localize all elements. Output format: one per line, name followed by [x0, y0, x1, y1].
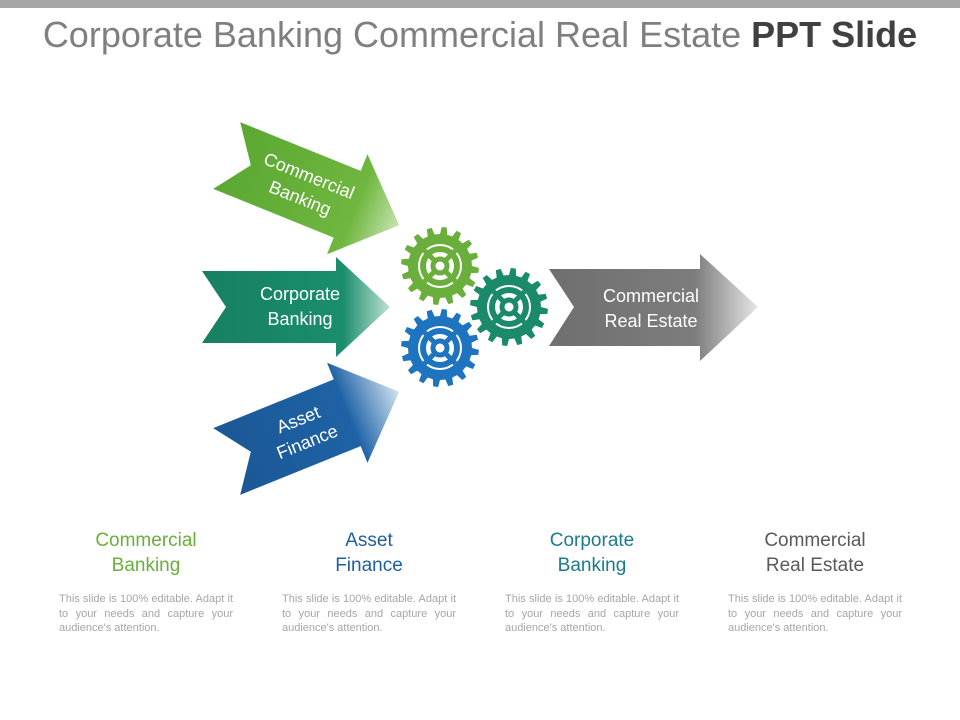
title-light: Corporate Banking Commercial Real Estate [42, 14, 752, 55]
column-title-line1: Asset [345, 530, 393, 551]
column-title: Corporate Banking [505, 528, 679, 580]
arrow-corporate-banking-line1: Corporate [260, 284, 340, 304]
column-corporate-banking: Corporate Banking This slide is 100% edi… [505, 528, 679, 636]
arrow-real-estate-line2: Real Estate [604, 311, 697, 331]
column-title: Commercial Banking [59, 528, 233, 580]
arrow-real-estate-line1: Commercial [603, 286, 699, 306]
column-title-line2: Banking [557, 555, 627, 576]
column-commercial-real-estate: Commercial Real Estate This slide is 100… [728, 528, 902, 636]
gear-teal-icon [470, 268, 548, 346]
page-title: Corporate Banking Commercial Real Estate… [0, 14, 960, 56]
gear-blue-icon [401, 309, 479, 387]
column-title-line2: Real Estate [765, 555, 865, 576]
arrow-corporate-banking-line2: Banking [267, 309, 332, 329]
column-description: This slide is 100% editable. Adapt it to… [282, 593, 456, 634]
column-title: Asset Finance [282, 528, 456, 580]
arrow-corporate-banking: Corporate Banking [202, 257, 390, 357]
column-title: Commercial Real Estate [728, 528, 902, 580]
column-description: This slide is 100% editable. Adapt it to… [728, 593, 902, 634]
column-title-line1: Corporate [549, 530, 635, 551]
column-title-line2: Finance [335, 555, 403, 576]
title-bold: PPT Slide [751, 14, 918, 55]
column-title-line2: Banking [111, 555, 181, 576]
column-description: This slide is 100% editable. Adapt it to… [505, 593, 679, 634]
column-title-line1: Commercial [95, 530, 197, 551]
column-title-line1: Commercial [764, 530, 866, 551]
arrow-commercial-banking: Commercial Banking [213, 122, 400, 255]
column-asset-finance: Asset Finance This slide is 100% editabl… [282, 528, 456, 636]
arrow-commercial-real-estate: Commercial Real Estate [549, 254, 758, 361]
gears-group [401, 227, 548, 387]
top-bar [0, 0, 960, 8]
gear-green-icon [401, 227, 479, 305]
column-description: This slide is 100% editable. Adapt it to… [59, 593, 233, 634]
column-commercial-banking: Commercial Banking This slide is 100% ed… [59, 528, 233, 636]
arrow-asset-finance: Asset Finance [213, 362, 400, 495]
